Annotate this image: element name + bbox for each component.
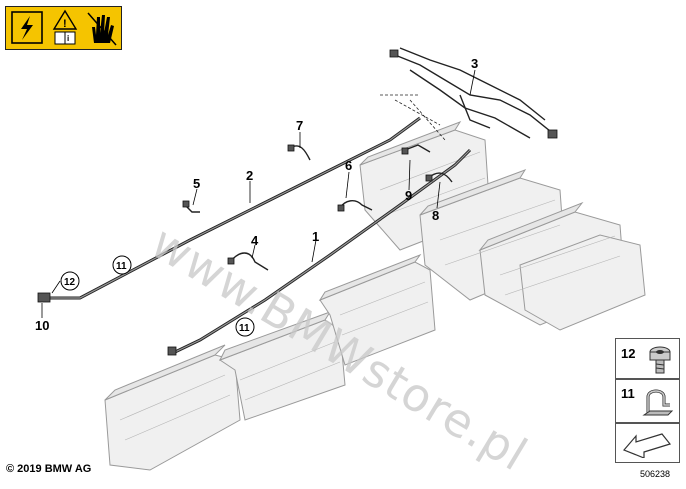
callout-6: 6 bbox=[345, 158, 352, 173]
copyright: © 2019 BMW AG bbox=[6, 463, 92, 475]
legend-clip: 11 bbox=[615, 379, 680, 423]
svg-text:11: 11 bbox=[239, 323, 250, 334]
callout-2: 2 bbox=[246, 168, 253, 183]
warning-icons-panel: ! i bbox=[5, 6, 122, 50]
circled-callout-11-upper: 11 bbox=[112, 255, 132, 275]
bolt-icon bbox=[649, 346, 671, 374]
arrow-icon bbox=[622, 433, 672, 458]
clip-icon bbox=[642, 389, 674, 416]
callout-10: 10 bbox=[35, 318, 49, 333]
callout-9: 9 bbox=[405, 188, 412, 203]
callout-5: 5 bbox=[193, 176, 200, 191]
no-touch-icon bbox=[87, 12, 117, 46]
battery-modules bbox=[104, 121, 646, 471]
callout-8: 8 bbox=[432, 208, 439, 223]
diagram-id: 506238 bbox=[640, 469, 671, 479]
leader-lines bbox=[41, 69, 476, 318]
legend-bolt: 12 bbox=[615, 338, 680, 379]
legend-clip-number: 11 bbox=[621, 386, 635, 401]
callout-4: 4 bbox=[251, 233, 259, 248]
connectors bbox=[37, 49, 558, 356]
legend-bolt-number: 12 bbox=[621, 346, 636, 361]
callout-3: 3 bbox=[471, 56, 478, 71]
svg-text:!: ! bbox=[63, 18, 67, 30]
legend-arrow bbox=[615, 423, 680, 463]
high-voltage-icon bbox=[11, 11, 43, 44]
svg-text:i: i bbox=[67, 34, 69, 43]
circled-callout-12: 12 bbox=[51, 271, 80, 294]
circled-callout-11-lower: 11 bbox=[235, 317, 255, 337]
callout-1: 1 bbox=[312, 229, 319, 244]
read-manual-icon: ! i bbox=[52, 9, 78, 45]
svg-text:12: 12 bbox=[64, 277, 76, 288]
callout-7: 7 bbox=[296, 118, 303, 133]
svg-text:11: 11 bbox=[116, 261, 127, 272]
